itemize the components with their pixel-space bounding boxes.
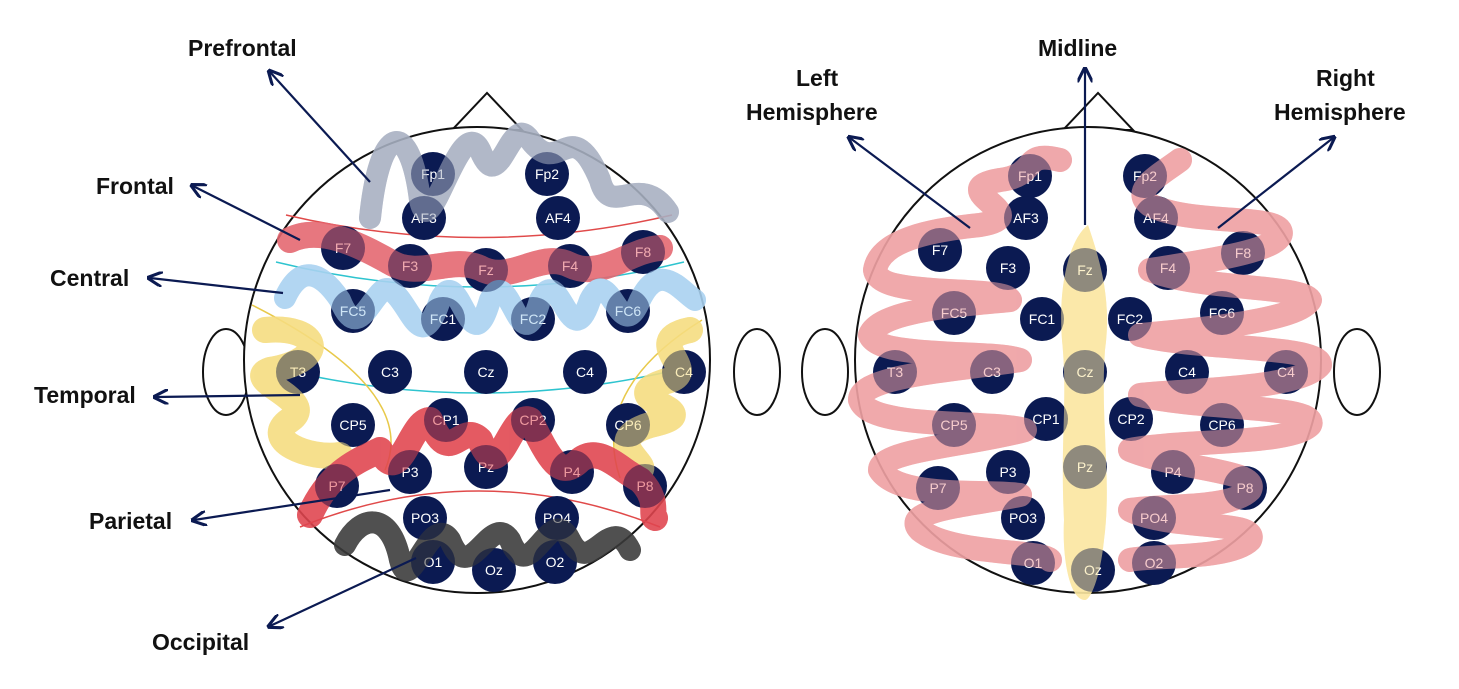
- arrow-prefrontal: [270, 72, 371, 183]
- right-hemisphere-band-overlay: [1118, 148, 1332, 572]
- label-right-hemisphere-line2: Hemisphere: [1274, 99, 1406, 125]
- arrow-left-hemisphere: [850, 138, 971, 229]
- label-parietal: Parietal: [89, 508, 172, 534]
- left-electrode-cp5-18: CP5: [331, 403, 375, 447]
- label-midline: Midline: [1038, 35, 1117, 61]
- electrode-label: Fp2: [535, 166, 559, 182]
- left-electrode-fp2-1: Fp2: [525, 152, 569, 196]
- arrow-occipital: [270, 557, 417, 626]
- left-hemisphere-band-overlay: [848, 145, 1072, 572]
- occipital-band-overlay: [334, 511, 641, 582]
- arrow-frontal: [193, 186, 301, 241]
- electrode-marker: [563, 350, 607, 394]
- arrow-right-hemisphere: [1217, 138, 1333, 229]
- temporal-band-left-overlay: [250, 316, 353, 469]
- electrode-label: Oz: [485, 562, 503, 578]
- label-left-hemisphere-line2: Hemisphere: [746, 99, 878, 125]
- label-occipital: Occipital: [152, 629, 249, 655]
- right-nose: [1060, 91, 1136, 131]
- electrode-label: FC1: [1029, 311, 1056, 327]
- label-frontal: Frontal: [96, 173, 174, 199]
- left-electrode-c3-14: C3: [368, 350, 412, 394]
- left-nose: [449, 91, 525, 131]
- electrode-label: CP2: [1117, 411, 1144, 427]
- arrow-central: [150, 278, 284, 295]
- right-ear-right: [1333, 328, 1381, 416]
- label-central: Central: [50, 265, 129, 291]
- electrode-label: PO3: [411, 510, 439, 526]
- central-band-overlay: [274, 264, 706, 338]
- electrode-label: F3: [1000, 260, 1017, 276]
- electrode-label: P3: [999, 464, 1016, 480]
- left-ear-left: [202, 328, 250, 416]
- electrode-label: CP6: [1208, 417, 1235, 433]
- label-prefrontal: Prefrontal: [188, 35, 297, 61]
- right-head: Fp1Fp2AF3AF4F7F3FzF4F8FC5FC1FC2FC6T3C3Cz…: [746, 35, 1406, 600]
- electrode-marker: [986, 246, 1030, 290]
- right-electrode-af3-2: AF3: [1004, 196, 1048, 240]
- electrode-marker: [368, 350, 412, 394]
- electrode-label: AF4: [545, 210, 571, 226]
- left-arrows: [150, 72, 417, 626]
- electrode-label: AF3: [1013, 210, 1039, 226]
- electrode-label: CP1: [1032, 411, 1059, 427]
- electrode-marker: [331, 403, 375, 447]
- label-right-hemisphere-line1: Right: [1316, 65, 1375, 91]
- right-electrode-fc1-10: FC1: [1020, 297, 1064, 341]
- right-electrode-cp2-20: CP2: [1109, 397, 1153, 441]
- arrow-temporal: [156, 395, 301, 397]
- left-electrode-c4-16: C4: [563, 350, 607, 394]
- left-ear-right: [733, 328, 781, 416]
- electrode-marker: [1109, 397, 1153, 441]
- electrode-marker: [464, 350, 508, 394]
- electrode-label: PO3: [1009, 510, 1037, 526]
- electrode-marker: [525, 152, 569, 196]
- temporal-band-right-overlay: [614, 317, 703, 483]
- electrode-label: C4: [576, 364, 594, 380]
- electrode-marker: [1020, 297, 1064, 341]
- right-ear-left: [801, 328, 849, 416]
- electrode-label: C3: [381, 364, 399, 380]
- right-arrows: [850, 70, 1333, 229]
- electrode-label: FC2: [1117, 311, 1144, 327]
- electrode-label: C4: [1178, 364, 1196, 380]
- arrow-parietal: [194, 488, 391, 520]
- electrode-marker: [1004, 196, 1048, 240]
- electrode-label: Cz: [477, 364, 494, 380]
- label-left-hemisphere-line1: Left: [796, 65, 839, 91]
- left-electrode-cz-15: Cz: [464, 350, 508, 394]
- prefrontal-band-overlay: [359, 123, 679, 229]
- electrode-label: F7: [932, 242, 949, 258]
- parietal-band-overlay: [297, 406, 668, 531]
- right-region-bands-overlay: [848, 145, 1332, 600]
- electrode-label: CP5: [339, 417, 366, 433]
- label-temporal: Temporal: [34, 382, 136, 408]
- left-region-bands-overlay: [250, 123, 706, 582]
- electrode-marker: [536, 196, 580, 240]
- electrode-label: O2: [546, 554, 565, 570]
- right-electrode-f3-5: F3: [986, 246, 1030, 290]
- left-electrode-af4-3: AF4: [536, 196, 580, 240]
- midline-band-overlay: [1061, 225, 1108, 600]
- frontal-band-overlay: [277, 221, 673, 286]
